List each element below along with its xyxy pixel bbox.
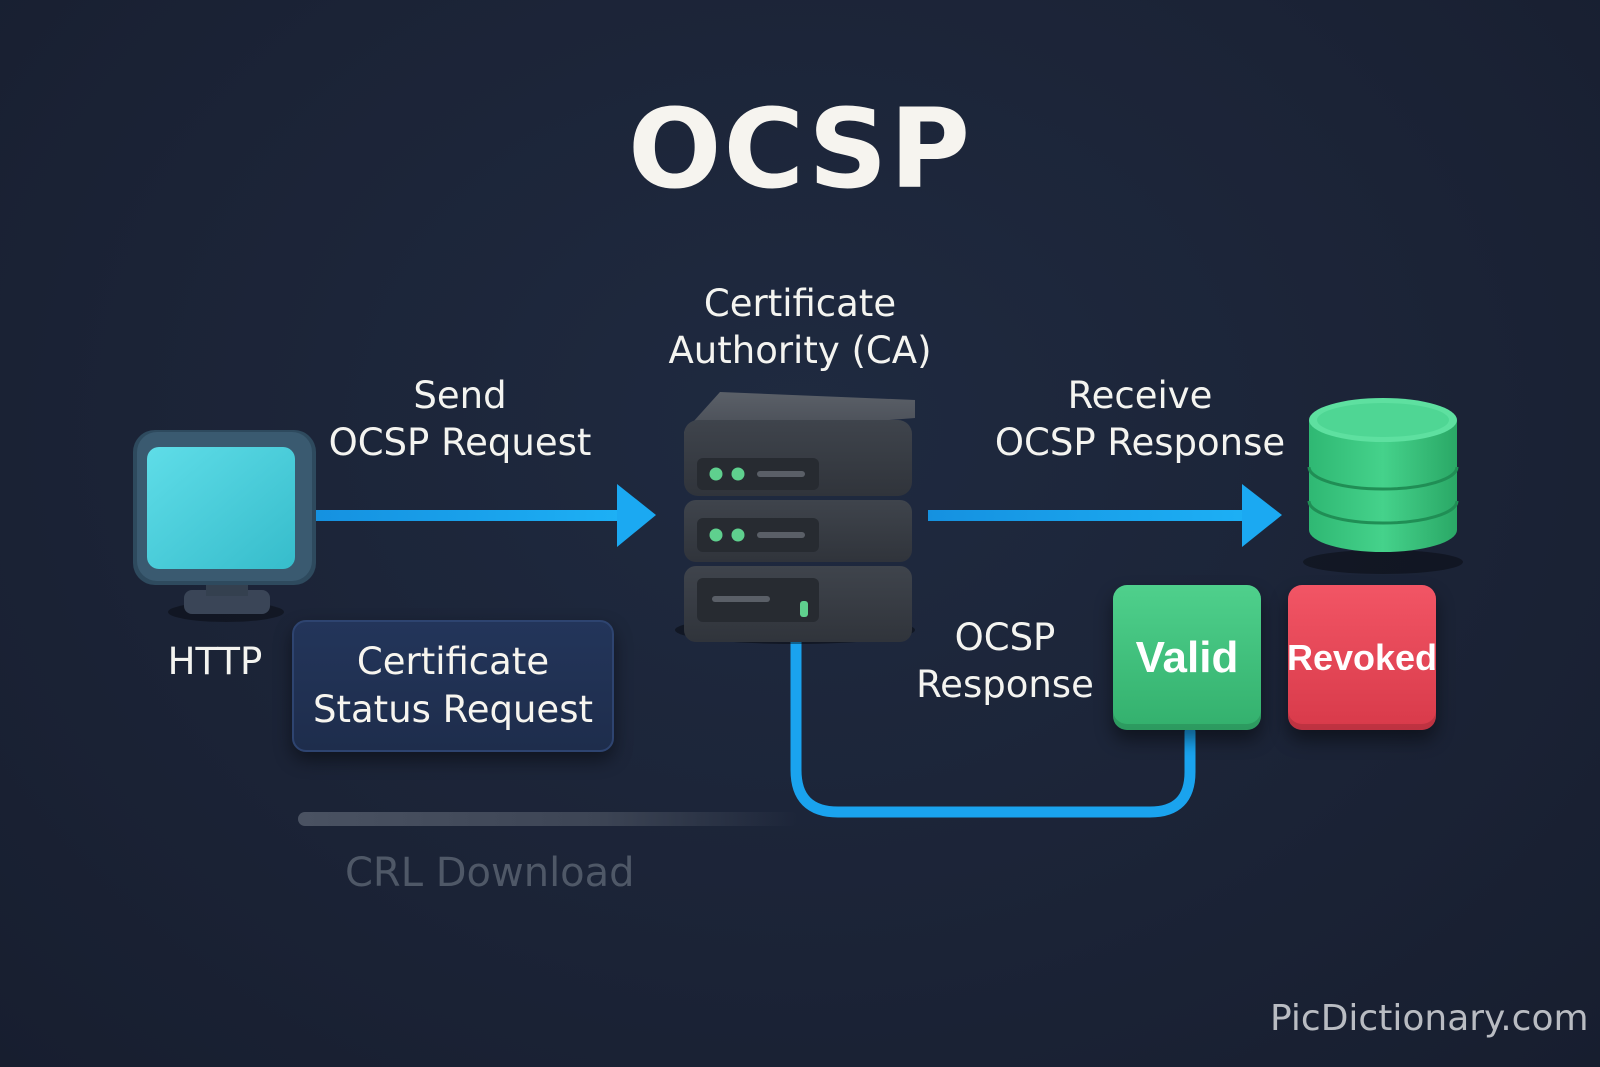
response-label-line1: OCSP <box>954 616 1056 659</box>
certificate-status-request-box: Certificate Status Request <box>292 620 614 752</box>
receive-label-line2: OCSP Response <box>994 421 1286 465</box>
ocsp-response-label: OCSP Response <box>895 614 1115 709</box>
valid-status-badge: Valid <box>1113 585 1261 730</box>
send-request-label: Send OCSP Request <box>300 372 620 467</box>
revoked-status-badge: Revoked <box>1287 585 1437 730</box>
http-label: HTTP <box>167 640 263 683</box>
receive-label-line1: Receive <box>1067 374 1213 417</box>
ca-label: Certificate Authority (CA) <box>600 280 1000 375</box>
computer-monitor-icon <box>133 430 316 622</box>
page-title: OCSP <box>627 85 973 213</box>
ca-label-line1: Certificate <box>703 282 897 325</box>
status-request-line2: Status Request <box>313 688 593 731</box>
send-label-line1: Send <box>413 374 507 417</box>
database-icon <box>1303 398 1463 574</box>
status-request-text: Certificate Status Request <box>313 638 593 734</box>
crl-download-label: CRL Download <box>345 850 635 896</box>
send-label-line2: OCSP Request <box>328 421 592 465</box>
crl-download-bar <box>298 812 798 826</box>
watermark: PicDictionary.com <box>1270 998 1589 1039</box>
receive-response-label: Receive OCSP Response <box>970 372 1310 467</box>
response-connector <box>790 634 1196 818</box>
ca-label-line2: Authority (CA) <box>668 329 932 373</box>
send-arrow <box>315 484 656 547</box>
response-label-line2: Response <box>916 663 1094 707</box>
status-request-line1: Certificate <box>356 639 550 683</box>
receive-arrow <box>928 484 1282 547</box>
ca-server-icon <box>675 392 915 644</box>
